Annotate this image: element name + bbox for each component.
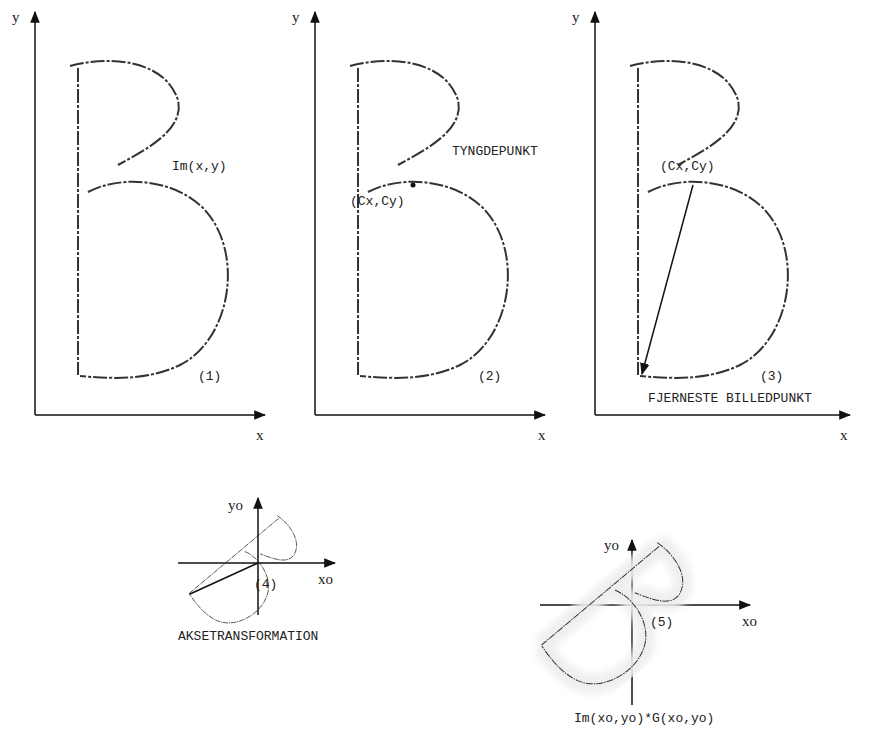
- axis-label: xo: [742, 614, 757, 629]
- letter-b: [350, 61, 508, 378]
- panel-number: (2): [478, 370, 501, 383]
- axis-label: y: [12, 10, 20, 25]
- letter-b: [630, 61, 788, 378]
- farthest-point-label: FJERNESTE BILLEDPUNKT: [648, 392, 812, 405]
- panel-number: (3): [760, 370, 783, 383]
- convolution-label: Im(xo,yo)*G(xo,yo): [574, 712, 714, 725]
- axis-label: xo: [318, 572, 333, 587]
- transformation-label: AKSETRANSFORMATION: [178, 630, 318, 643]
- distance-arrow: [642, 185, 693, 374]
- axis-label: yo: [604, 538, 619, 553]
- centroid-coordinates: (Cx,Cy): [660, 160, 715, 173]
- panel-number: (1): [198, 370, 221, 383]
- image-label: Im(x,y): [172, 160, 227, 173]
- axes: [35, 12, 850, 705]
- axis-label: x: [538, 428, 546, 443]
- rotated-letter-b: [186, 514, 317, 637]
- letter-b: [70, 61, 228, 378]
- blurred-letter-b: [538, 541, 710, 703]
- centroid-dot: [411, 183, 416, 188]
- panel-number: (4): [254, 578, 277, 591]
- centroid-label: TYNGDEPUNKT: [452, 145, 538, 158]
- axis-label: y: [292, 10, 300, 25]
- panel-number: (5): [650, 616, 673, 629]
- axis-label: x: [840, 428, 848, 443]
- axis-label: x: [256, 428, 264, 443]
- axis-label: yo: [228, 498, 243, 513]
- axis-label: y: [572, 10, 580, 25]
- centroid-coordinates: (Cx,Cy): [350, 195, 405, 208]
